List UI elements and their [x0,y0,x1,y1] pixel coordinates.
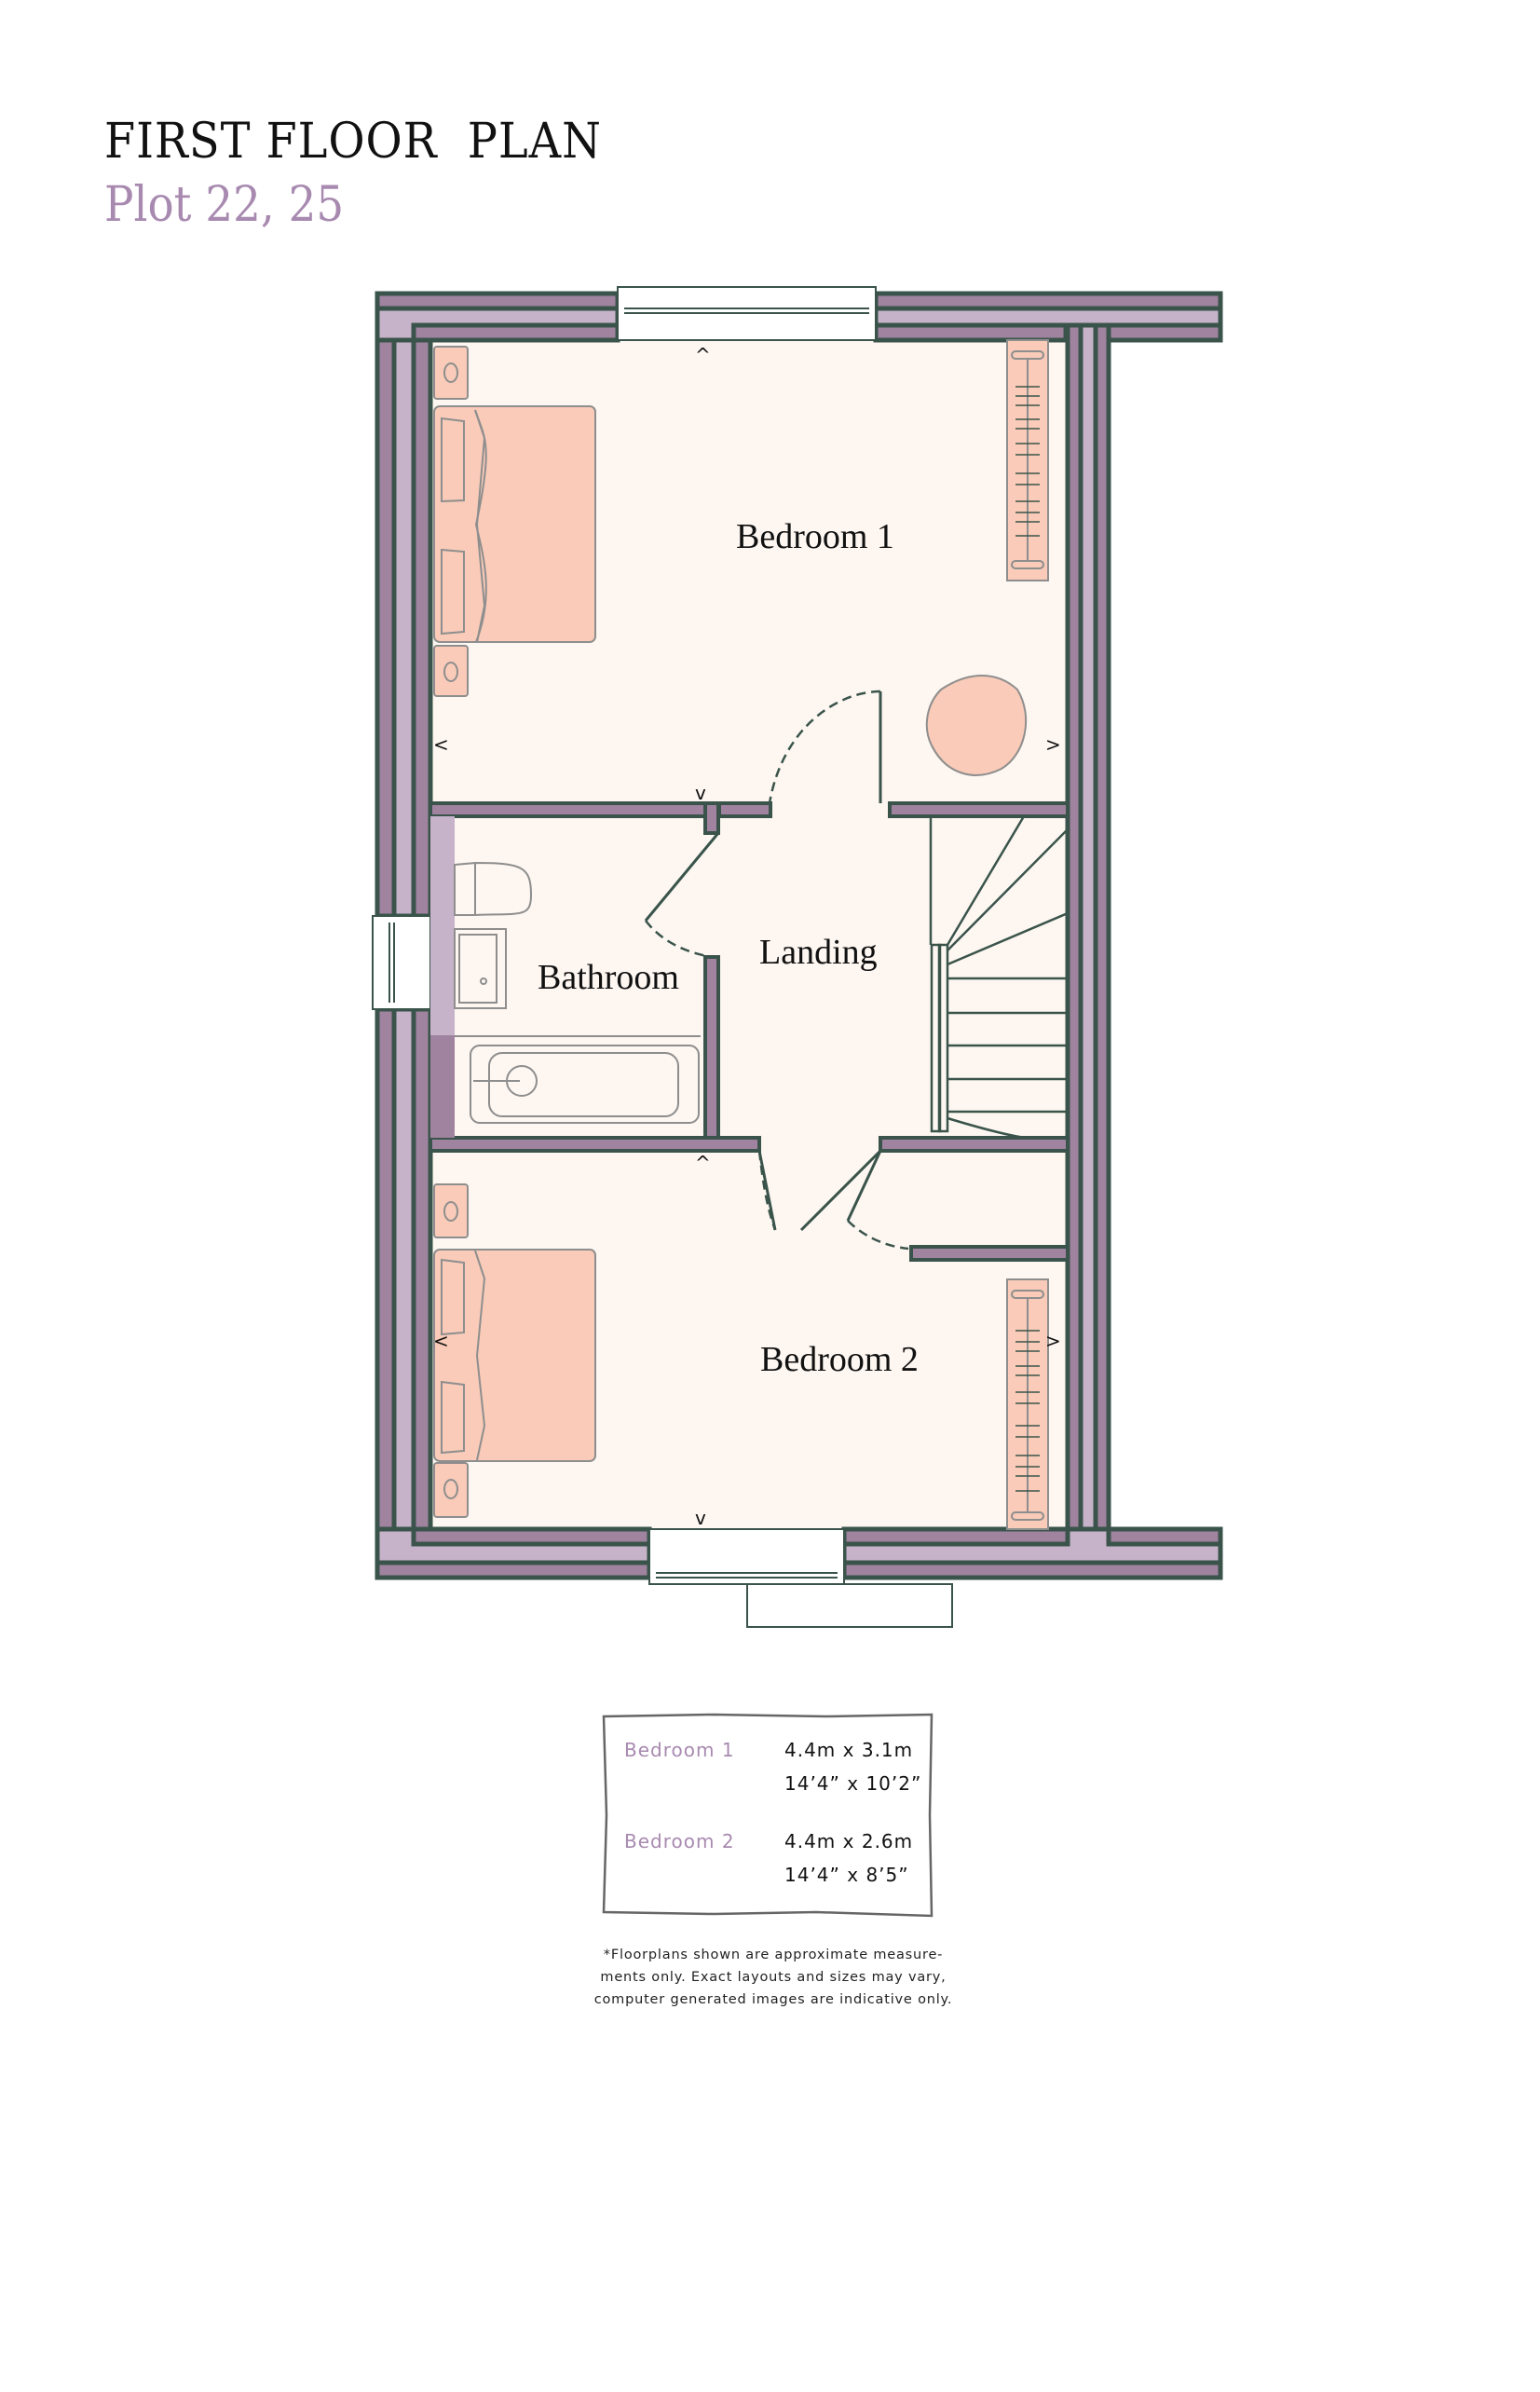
door-cupboard [846,1150,882,1222]
double-bed [433,1249,596,1462]
disclaimer-line: computer generated images are indicative… [593,1992,953,2007]
nightstand [433,1183,469,1238]
window-bathroom [372,915,431,1010]
armchair [925,675,1028,776]
room-label-bathroom: Bathroom [538,958,679,997]
bath-wall-panel-dark [430,1035,455,1138]
hangers [1015,1330,1040,1492]
window-top [617,286,877,341]
floor-plan: ^ v < > ^ v < > Bedroom 1 Bathroom Landi… [372,286,1223,1628]
arrow-right-icon: > [1045,733,1061,756]
room-dimensions-legend: Bedroom 1 4.4m x 3.1m 14’4” x 10’2” Bedr… [602,1713,934,1918]
arrow-right-icon: > [1045,1330,1061,1352]
legend-metric: 4.4m x 2.6m [784,1830,914,1852]
bath-wall-panel [430,816,455,1035]
window-bottom [648,1528,953,1628]
nightstand [433,346,469,400]
arrow-left-icon: < [433,1330,449,1352]
interior-walls [429,801,1070,1262]
exterior-walls [375,291,1223,1580]
disclaimer: *Floorplans shown are approximate measur… [522,1944,1025,2011]
double-bed [433,405,596,643]
legend-border [602,1713,934,1918]
staircase [929,815,1069,1140]
page-title: FIRST FLOOR PLAN [104,114,602,170]
room-label-landing: Landing [759,933,878,972]
bathroom-fixtures [430,816,701,1138]
basin [454,928,507,1009]
doors [644,690,909,1251]
nightstand [433,645,469,697]
disclaimer-line: ments only. Exact layouts and sizes may … [600,1970,947,1985]
legend-imperial: 14’4” x 8’5” [784,1864,909,1886]
disclaimer-line: *Floorplans shown are approximate measur… [603,1948,944,1962]
nightstand [433,1462,469,1518]
legend-metric: 4.4m x 3.1m [784,1739,914,1761]
bathtub [470,1045,700,1124]
arrow-down-icon: v [695,782,706,804]
legend-imperial: 14’4” x 10’2” [784,1772,922,1795]
door-bedroom2 [757,1149,882,1232]
hangers [1015,386,1040,537]
dimension-arrows: ^ v < > ^ v < > [433,344,1061,1529]
toilet [454,861,533,916]
room-label-bedroom-1: Bedroom 1 [736,517,894,556]
arrow-up-icon: ^ [695,1152,711,1174]
bedroom2-furniture [433,1183,1049,1530]
room-label-bedroom-2: Bedroom 2 [760,1340,919,1379]
bedroom1-furniture [433,339,1049,776]
arrow-down-icon: v [695,1507,706,1529]
plot-subtitle: Plot 22, 25 [104,177,345,233]
door-bathroom [644,832,720,922]
legend-room-name: Bedroom 1 [624,1739,735,1761]
arrow-left-icon: < [433,733,449,756]
arrow-up-icon: ^ [695,344,711,366]
legend-room-name: Bedroom 2 [624,1830,735,1852]
